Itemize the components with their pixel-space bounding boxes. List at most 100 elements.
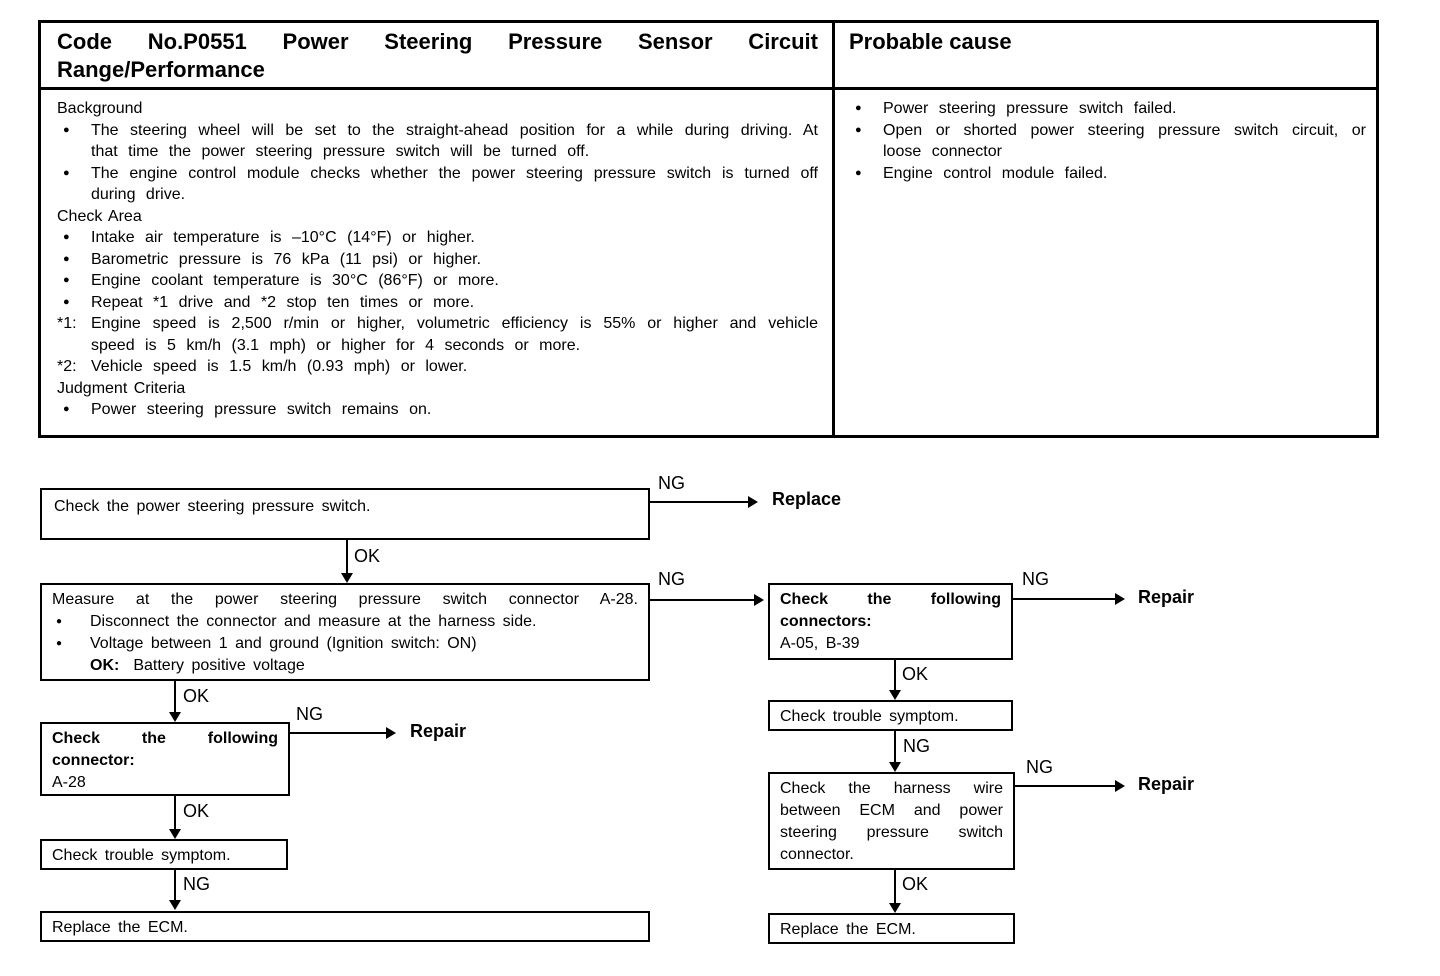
label-ng: NG bbox=[1022, 569, 1049, 589]
probable-cause-item: ● Power steering pressure switch failed. bbox=[849, 98, 1366, 120]
label-ok: OK bbox=[902, 874, 929, 894]
arrowhead-right-icon bbox=[748, 496, 758, 508]
code-title-line2: Range/Performance bbox=[57, 57, 265, 82]
label-ok: OK bbox=[183, 801, 210, 821]
probable-cause-cell: ● Power steering pressure switch failed.… bbox=[835, 90, 1376, 435]
bullet-icon: ● bbox=[63, 123, 70, 136]
bullet-icon: ● bbox=[63, 166, 70, 179]
arrow-line bbox=[174, 796, 176, 830]
diagnostic-table: Code No.P0551 Power Steering Pressure Se… bbox=[38, 20, 1379, 438]
bullet-icon: ● bbox=[63, 231, 70, 243]
flow-box-text: Replace the ECM. bbox=[780, 921, 916, 938]
judgment-item: ● Power steering pressure switch remains… bbox=[57, 399, 818, 421]
footnote-text: Engine speed is 2,500 r/min or higher, v… bbox=[91, 315, 818, 354]
connectors-ids: A-05, B-39 bbox=[780, 635, 860, 652]
check-area-item-text: Intake air temperature is –10°C (14°F) o… bbox=[91, 229, 475, 246]
label-ng: NG bbox=[1026, 757, 1053, 777]
arrow-line bbox=[346, 540, 348, 574]
label-replace: Replace bbox=[772, 489, 842, 509]
arrow-line bbox=[174, 681, 176, 713]
bullet-icon: ● bbox=[855, 166, 862, 179]
footnote-text: Vehicle speed is 1.5 km/h (0.93 mph) or … bbox=[91, 358, 468, 375]
footnote-label: *1: bbox=[57, 315, 77, 332]
connector-ids: A-28 bbox=[52, 774, 86, 791]
flow-box-check-switch: Check the power steering pressure switch… bbox=[40, 488, 650, 540]
background-item: ● The steering wheel will be set to the … bbox=[57, 120, 818, 163]
flow-box-text: Check the harness wire between ECM and p… bbox=[780, 780, 1003, 863]
footnote-item: *2: Vehicle speed is 1.5 km/h (0.93 mph)… bbox=[57, 356, 818, 378]
flow-box-replace-ecm-left: Replace the ECM. bbox=[40, 911, 650, 942]
label-ok: OK bbox=[183, 686, 210, 706]
section-label-background: Background bbox=[57, 100, 143, 117]
check-area-item: ● Engine coolant temperature is 30°C (86… bbox=[57, 270, 818, 292]
probable-cause-text: Open or shorted power steering pressure … bbox=[883, 121, 1366, 161]
section-label-check-area: Check Area bbox=[57, 207, 142, 225]
section-label-judgment-criteria: Judgment Criteria bbox=[57, 379, 186, 397]
arrowhead-down-icon bbox=[169, 900, 181, 910]
arrow-line bbox=[894, 660, 896, 691]
code-title-line1: Code No.P0551 Power Steering Pressure Se… bbox=[57, 29, 818, 54]
arrow-line bbox=[894, 731, 896, 763]
label-repair: Repair bbox=[1138, 774, 1195, 794]
bullet-icon: ● bbox=[63, 295, 70, 308]
background-item: ● The engine control module checks wheth… bbox=[57, 163, 818, 206]
bullet-icon: ● bbox=[56, 616, 63, 627]
flow-box-connector-a28: Check the following connector: A-28 bbox=[40, 722, 290, 796]
bullet-icon: ● bbox=[855, 102, 862, 114]
arrowhead-right-icon bbox=[754, 594, 764, 606]
connectors-title: Check the following connectors: bbox=[780, 591, 1001, 630]
flow-box-connectors-a05-b39: Check the following connectors: A-05, B-… bbox=[768, 583, 1013, 660]
measure-item-text: Disconnect the connector and measure at … bbox=[90, 613, 537, 630]
arrowhead-right-icon bbox=[1115, 780, 1125, 792]
bullet-icon: ● bbox=[63, 403, 70, 415]
label-repair: Repair bbox=[410, 721, 467, 741]
arrow-line bbox=[1013, 598, 1117, 600]
probable-cause-text: Engine control module failed. bbox=[883, 164, 1108, 182]
details-cell: Background ● The steering wheel will be … bbox=[41, 90, 835, 435]
label-ng: NG bbox=[183, 874, 210, 894]
arrowhead-down-icon bbox=[889, 690, 901, 700]
check-area-item: ● Repeat *1 drive and *2 stop ten times … bbox=[57, 292, 818, 314]
flow-box-measure-connector: Measure at the power steering pressure s… bbox=[40, 583, 650, 681]
background-item-text: The steering wheel will be set to the st… bbox=[91, 121, 818, 161]
arrow-line bbox=[174, 870, 176, 901]
label-ok: OK bbox=[902, 664, 929, 684]
check-area-item: ● Intake air temperature is –10°C (14°F)… bbox=[57, 227, 818, 249]
arrowhead-down-icon bbox=[169, 712, 181, 722]
judgment-item-text: Power steering pressure switch remains o… bbox=[91, 401, 432, 418]
probable-cause-item: ● Engine control module failed. bbox=[849, 163, 1366, 185]
arrow-line bbox=[290, 732, 388, 734]
arrowhead-down-icon bbox=[341, 573, 353, 583]
arrow-line bbox=[894, 870, 896, 904]
measure-ok-line: OK: Battery positive voltage bbox=[52, 655, 638, 677]
measure-item: ● Voltage between 1 and ground (Ignition… bbox=[52, 633, 638, 655]
arrowhead-down-icon bbox=[889, 762, 901, 772]
check-area-item-text: Engine coolant temperature is 30°C (86°F… bbox=[91, 272, 499, 289]
connector-title: Check the following connector: bbox=[52, 730, 278, 769]
probable-cause-header: Probable cause bbox=[849, 29, 1012, 54]
arrowhead-right-icon bbox=[1115, 593, 1125, 605]
table-header-row: Code No.P0551 Power Steering Pressure Se… bbox=[41, 23, 1376, 90]
bullet-icon: ● bbox=[63, 274, 70, 286]
check-area-item-text: Barometric pressure is 76 kPa (11 psi) o… bbox=[91, 250, 482, 268]
bullet-icon: ● bbox=[56, 638, 63, 649]
measure-item: ● Disconnect the connector and measure a… bbox=[52, 611, 638, 633]
bullet-icon: ● bbox=[855, 123, 862, 136]
arrow-line bbox=[650, 501, 750, 503]
label-repair: Repair bbox=[1138, 587, 1195, 607]
ok-condition-label: OK: bbox=[90, 657, 120, 674]
measure-item-text: Voltage between 1 and ground (Ignition s… bbox=[90, 635, 477, 652]
indent-spacer bbox=[52, 655, 90, 677]
footnote-item: *1: Engine speed is 2,500 r/min or highe… bbox=[57, 313, 818, 356]
arrowhead-down-icon bbox=[169, 829, 181, 839]
flow-box-text: Check trouble symptom. bbox=[52, 847, 231, 864]
footnote-label: *2: bbox=[57, 358, 77, 375]
label-ng: NG bbox=[658, 569, 685, 589]
flow-box-replace-ecm-right: Replace the ECM. bbox=[768, 913, 1015, 944]
measure-title: Measure at the power steering pressure s… bbox=[52, 591, 638, 608]
arrow-line bbox=[1015, 785, 1117, 787]
flow-box-text: Check trouble symptom. bbox=[780, 708, 959, 725]
flow-box-check-trouble-right: Check trouble symptom. bbox=[768, 700, 1013, 731]
flow-box-text: Check the power steering pressure switch… bbox=[54, 498, 371, 515]
